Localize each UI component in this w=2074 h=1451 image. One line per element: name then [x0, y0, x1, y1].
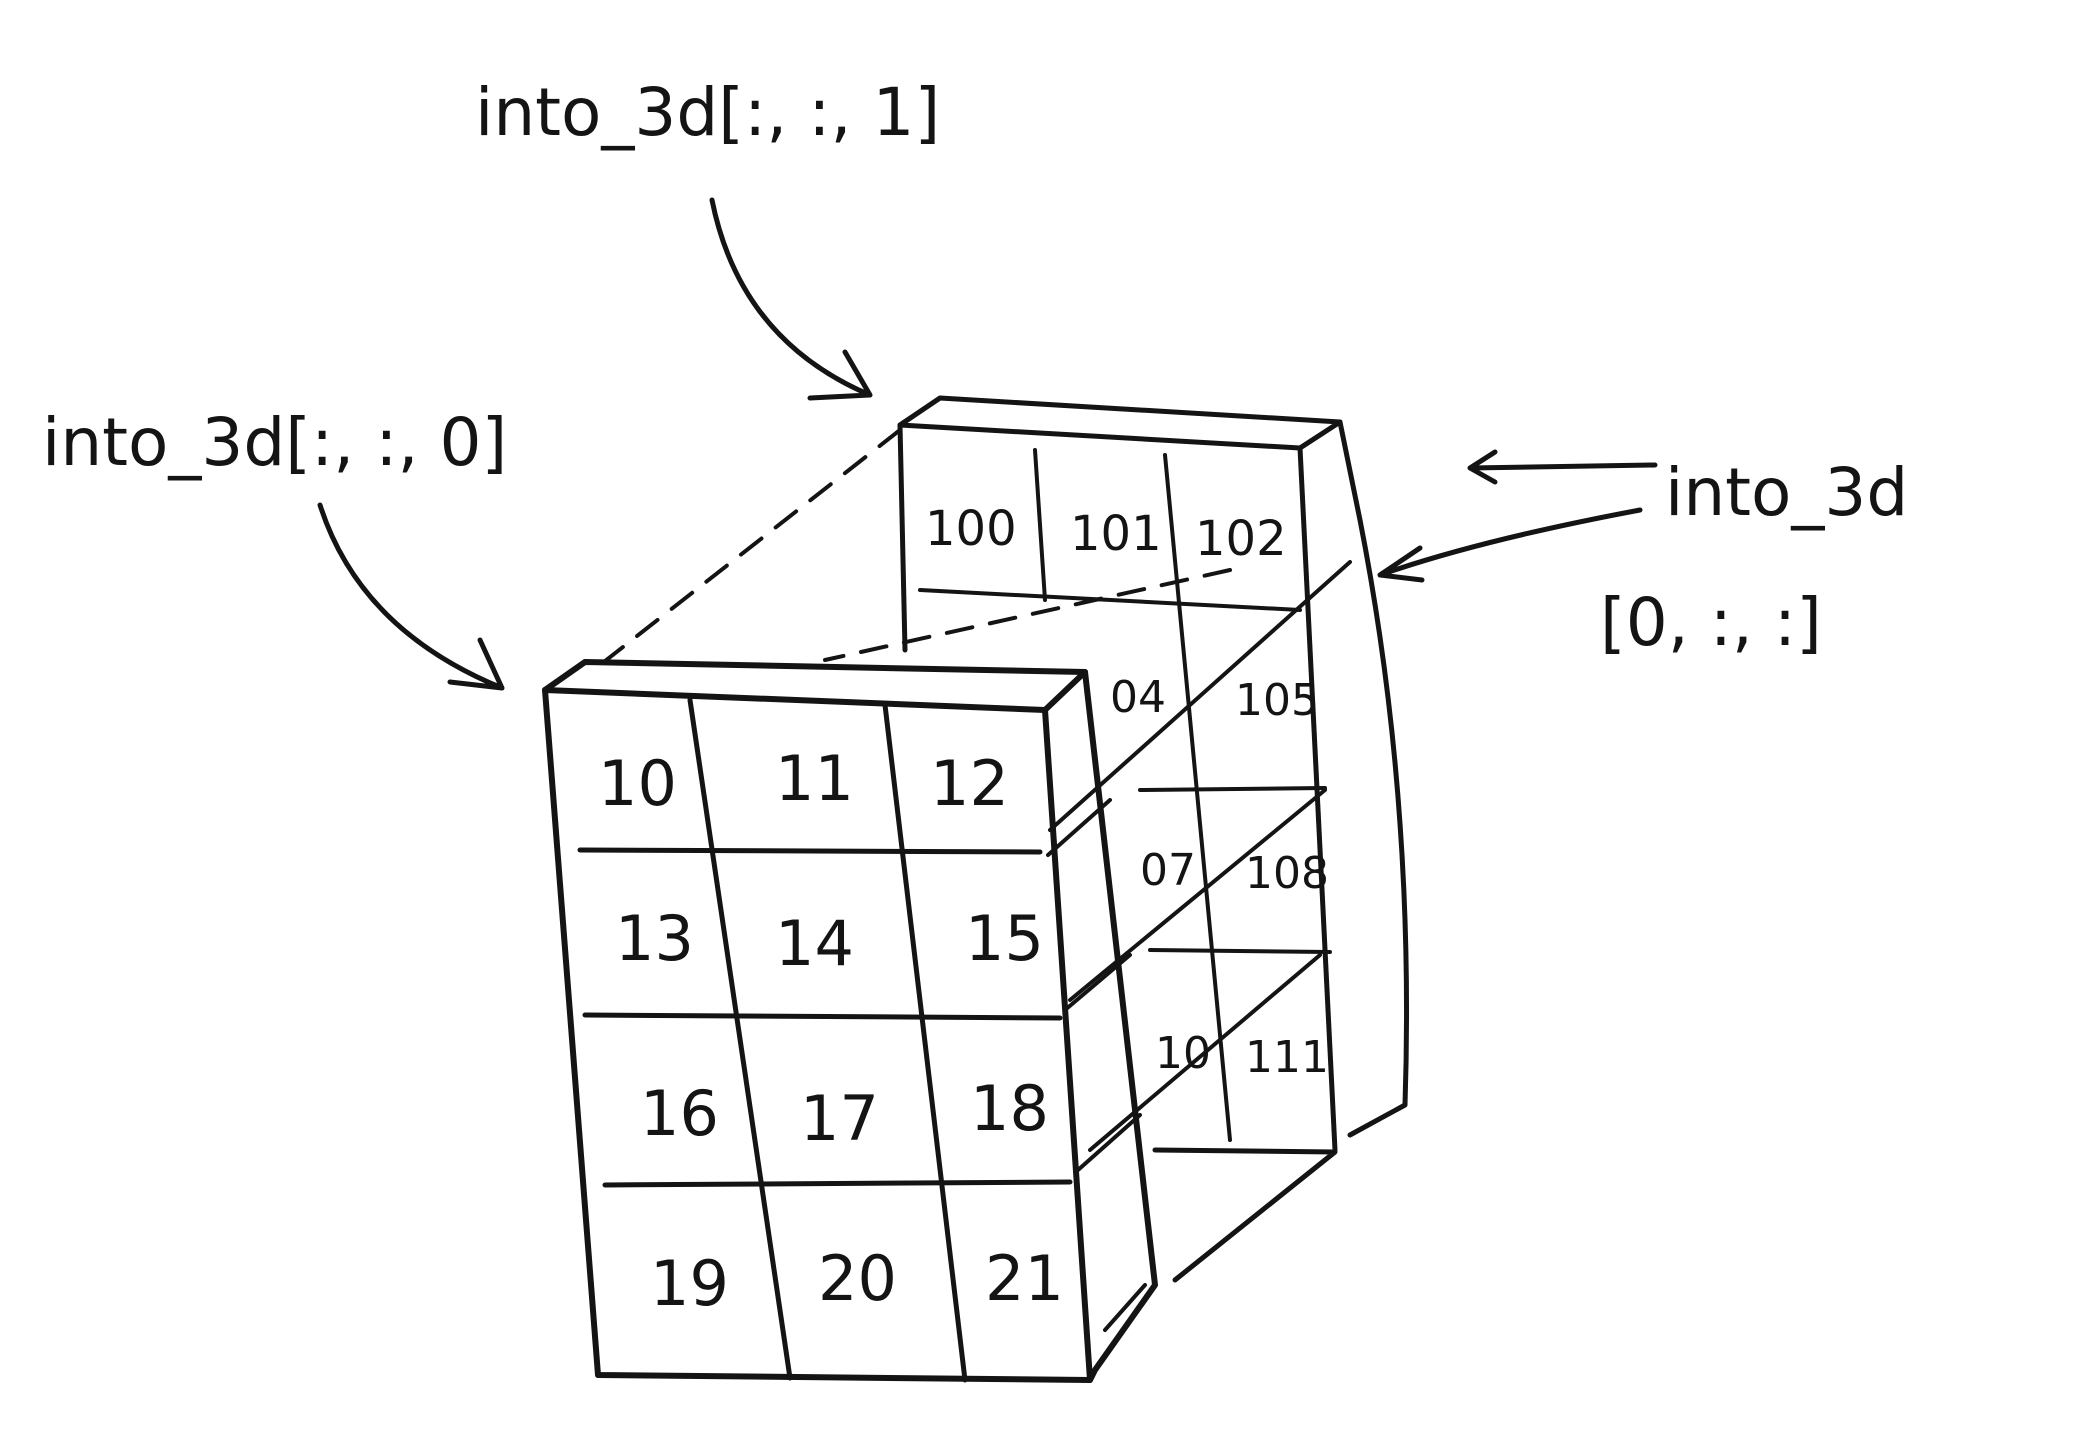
back-cell-104: 04 [1110, 672, 1166, 723]
front-box [542, 659, 1158, 1383]
front-cell-16: 16 [640, 1077, 719, 1150]
back-cell-101: 101 [1070, 506, 1162, 562]
back-cell-105: 105 [1235, 675, 1319, 726]
front-box-front-outline [542, 687, 1093, 1383]
arrow-layer-0 [1377, 507, 1643, 583]
front-cell-12: 12 [930, 747, 1009, 820]
back-box-right-outline [1337, 419, 1410, 1138]
back-box-row-lines [918, 588, 1332, 954]
label-slice-0: into_3d[:, :, 0] [42, 404, 507, 481]
front-box-side-diagonals [1046, 798, 1147, 1332]
back-cell-111: 111 [1245, 1032, 1329, 1083]
front-cell-14: 14 [775, 907, 854, 980]
front-cell-11: 11 [775, 742, 854, 815]
front-cell-21: 21 [985, 1242, 1064, 1315]
front-box-row-lines [577, 847, 1073, 1188]
label-slice-1: into_3d[:, :, 1] [475, 74, 940, 151]
front-cell-20: 20 [818, 1242, 897, 1315]
front-cell-18: 18 [970, 1072, 1049, 1145]
label-layer-0-line2: [0, :, :] [1600, 584, 1822, 661]
annotation-arrows [317, 197, 1658, 691]
back-cell-107: 07 [1140, 845, 1196, 896]
front-box-right-side [1082, 669, 1158, 1383]
back-box-top-face [897, 395, 1343, 451]
arrow-slice-1 [709, 197, 873, 401]
label-layer-0-line1: into_3d [1665, 454, 1908, 531]
arrow-layer-left [1467, 449, 1658, 485]
front-cell-10: 10 [598, 747, 677, 820]
back-cell-110: 10 [1155, 1028, 1211, 1079]
back-cell-102: 102 [1195, 511, 1287, 567]
dashed-guides [598, 428, 1232, 667]
back-box-column-lines [1033, 446, 1337, 1152]
front-cell-15: 15 [965, 902, 1044, 975]
front-box-column-lines [687, 697, 968, 1383]
back-cell-100: 100 [925, 501, 1017, 557]
front-box-top-face [542, 659, 1088, 713]
front-cell-17: 17 [800, 1082, 879, 1155]
front-cell-13: 13 [615, 902, 694, 975]
front-cell-19: 19 [650, 1247, 729, 1320]
dashed-guide-left [598, 428, 902, 667]
back-cell-108: 108 [1245, 848, 1329, 899]
dashed-guide-top [823, 568, 1232, 662]
arrow-slice-0 [317, 502, 505, 691]
back-box-bottom-edge [1152, 1147, 1338, 1283]
